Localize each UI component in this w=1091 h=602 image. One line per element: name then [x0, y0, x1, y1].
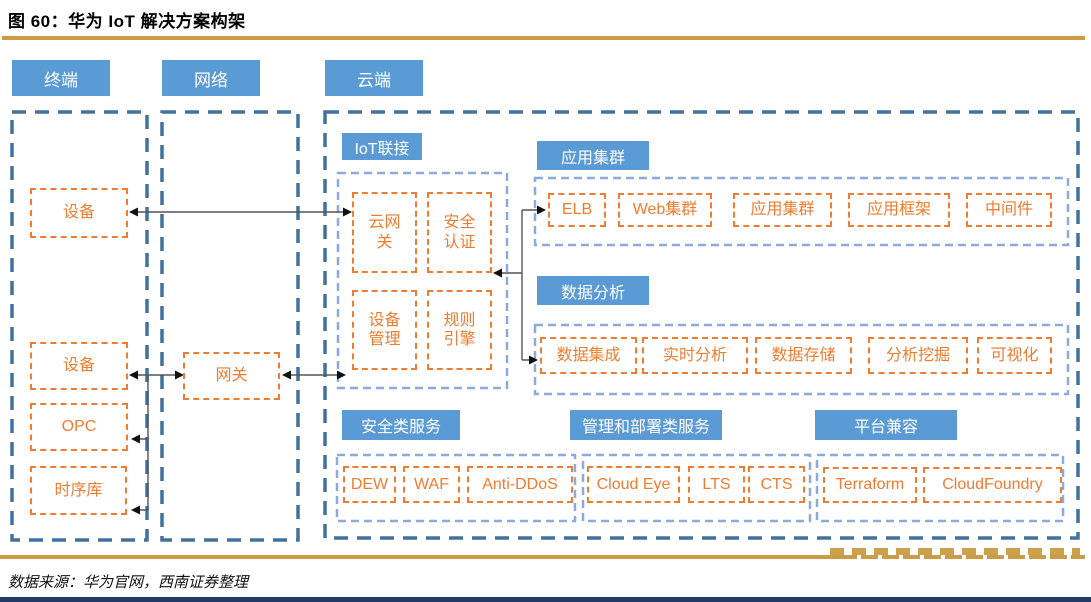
section-label-platform-compat: 平台兼容 [815, 410, 957, 440]
node-realtime-analysis: 实时分析 [642, 337, 748, 374]
node-app-framework: 应用框架 [848, 193, 950, 227]
node-waf: WAF [403, 466, 460, 503]
header-network: 网络 [162, 60, 260, 96]
node-tsdb: 时序库 [30, 466, 127, 515]
data-source-note: 数据来源：华为官网，西南证券整理 [8, 575, 249, 591]
node-device-1: 设备 [30, 188, 128, 238]
watermark-fragments [830, 548, 1080, 556]
arrowheads [129, 205, 546, 515]
node-device-mgmt: 设备管理 [352, 290, 417, 370]
watermark-fragments-overlay [840, 555, 1080, 559]
platform-compat-box [815, 453, 1065, 523]
section-label-mgmt-services: 管理和部署类服务 [570, 410, 722, 440]
section-label-app-cluster: 应用集群 [537, 141, 649, 170]
iot-connect-box [336, 171, 509, 390]
navy-rule-bottom [0, 597, 1091, 602]
node-data-storage: 数据存储 [755, 337, 852, 374]
header-terminal: 终端 [12, 60, 110, 96]
node-elb: ELB [548, 193, 606, 227]
mgmt-services-box [581, 453, 812, 523]
node-terraform: Terraform [823, 467, 917, 503]
node-cloudfoundry: CloudFoundry [923, 467, 1062, 503]
header-cloud: 云端 [325, 60, 423, 96]
node-cts: CTS [748, 466, 805, 503]
network-column-box [160, 110, 300, 542]
app-cluster-box [533, 176, 1070, 247]
data-analysis-box [533, 323, 1070, 396]
gold-rule-top [2, 36, 1085, 40]
cloud-column-box [323, 110, 1080, 540]
branch-auth-elb-data [500, 209, 537, 361]
gold-rule-bottom [0, 555, 1085, 559]
node-middleware: 中间件 [966, 193, 1052, 227]
node-web-cluster: Web集群 [618, 193, 712, 227]
node-anti-ddos: Anti-DDoS [467, 466, 573, 503]
node-rule-engine: 规则引擎 [427, 290, 492, 370]
node-security-auth: 安全认证 [427, 192, 492, 273]
node-cloud-eye: Cloud Eye [587, 466, 680, 503]
section-label-data-analysis: 数据分析 [537, 276, 649, 305]
node-dew: DEW [343, 466, 396, 503]
node-analysis-mining: 分析挖掘 [868, 337, 968, 374]
node-opc: OPC [30, 403, 128, 451]
node-device-2: 设备 [30, 342, 128, 390]
node-lts: LTS [688, 466, 745, 503]
security-services-box [335, 453, 577, 523]
node-data-integration: 数据集成 [540, 337, 637, 374]
figure-title: 图 60：华为 IoT 解决方案构架 [8, 12, 246, 31]
node-app-cluster: 应用集群 [733, 193, 832, 227]
terminal-column-box [10, 110, 149, 542]
node-visualization: 可视化 [977, 337, 1052, 374]
node-cloud-gateway: 云网关 [352, 192, 417, 273]
section-label-iot-connect: IoT联接 [342, 133, 422, 160]
section-label-security-services: 安全类服务 [342, 410, 460, 440]
node-gateway: 网关 [183, 352, 280, 400]
